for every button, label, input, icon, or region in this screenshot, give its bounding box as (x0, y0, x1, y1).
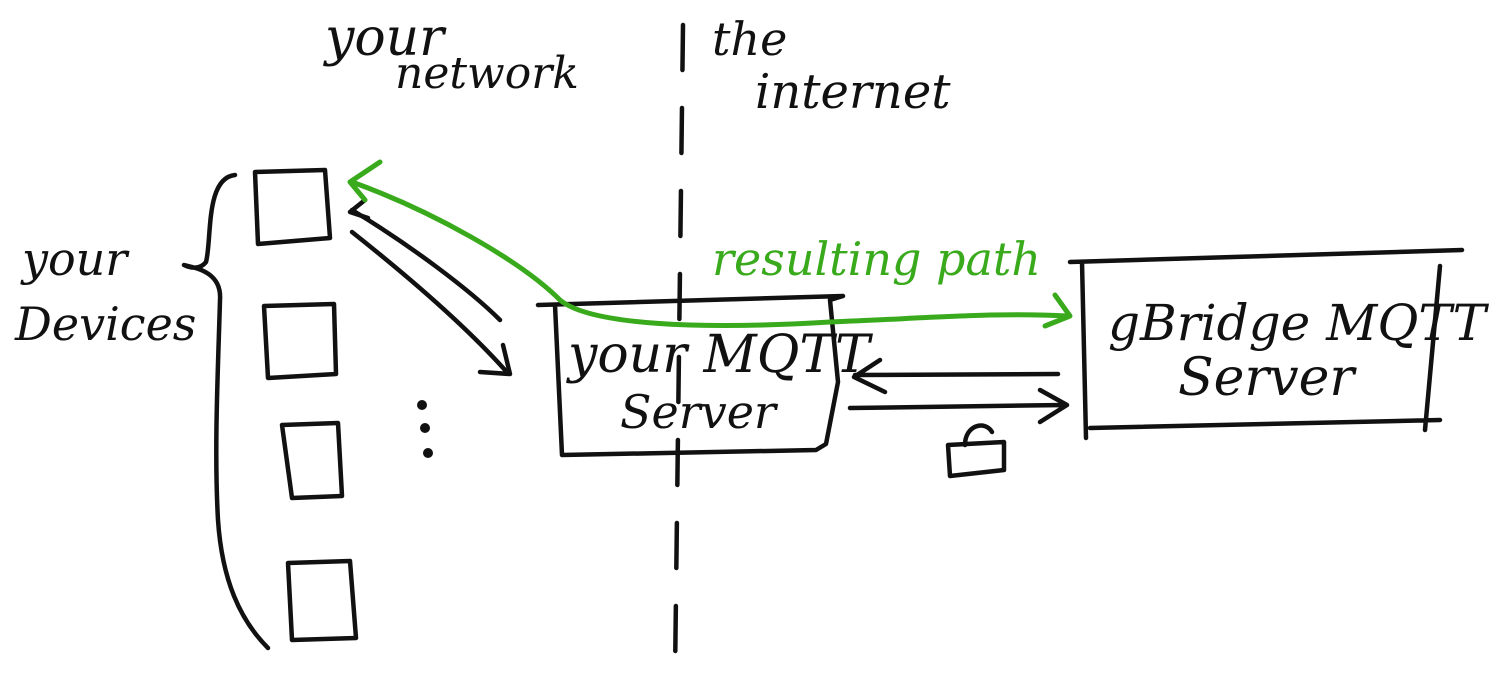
resulting-path-arrowhead-right (1042, 292, 1073, 329)
vertical-ellipsis-icon (417, 400, 433, 458)
your-network-label-line1: your (323, 8, 447, 68)
devices-brace (181, 172, 271, 651)
resulting-path-arrow (349, 179, 1071, 329)
resulting-path-label: resulting path (712, 232, 1041, 286)
device-to-mqtt-arrowhead-lower (477, 342, 513, 377)
your-devices-label-line1: your (20, 232, 130, 286)
gbridge-to-mqtt-arrow (851, 357, 1061, 395)
device-to-mqtt-arrowhead-upper (347, 197, 371, 221)
device-box-1 (252, 167, 333, 247)
lock-icon (945, 423, 1007, 479)
the-internet-label-line2: internet (755, 64, 951, 120)
your-devices-label-line2: Devices (14, 297, 196, 351)
resulting-path-arrowhead-left (347, 159, 383, 203)
device-to-mqtt-arrow-upper (349, 207, 503, 323)
the-internet-label-line1: the (712, 12, 787, 66)
device-box-3 (279, 420, 345, 501)
your-network-label-line2: network (395, 48, 579, 99)
your-mqtt-server-box (535, 293, 846, 458)
device-box-2 (261, 301, 339, 381)
device-box-4 (285, 558, 359, 643)
gbridge-mqtt-server-box (1067, 247, 1465, 441)
gbridge-mqtt-server-label-line1: gBridge MQTT (1108, 294, 1490, 352)
mqtt-to-gbridge-arrow (847, 387, 1070, 425)
network-boundary-line (672, 22, 686, 676)
your-mqtt-server-label-line1: your MQTT (566, 325, 873, 385)
device-to-mqtt-arrow-lower (349, 229, 508, 373)
gbridge-mqtt-server-label-line2: Server (1178, 348, 1357, 408)
your-mqtt-server-label-line2: Server (620, 385, 779, 439)
